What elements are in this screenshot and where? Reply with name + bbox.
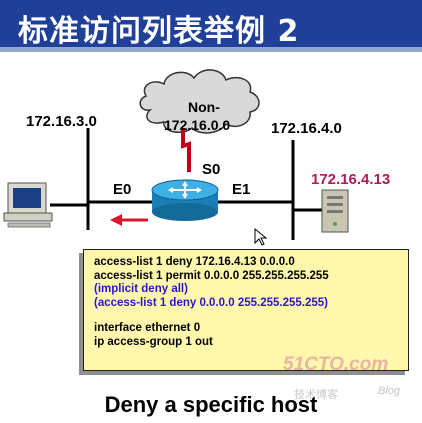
left-subnet-label: 172.16.3.0 [26,113,97,130]
title-bar: 标准访问列表举例 2 [0,0,422,52]
workstation-icon [3,182,53,228]
router-icon [151,179,219,221]
host-ip-label: 172.16.4.13 [311,171,391,188]
cursor-icon [254,227,268,246]
slide-caption: Deny a specific host [104,392,318,417]
watermark-blog: Blog [378,385,401,397]
acl-line: ip access-group 1 out [94,335,213,348]
e1-interface-label: E1 [232,181,251,198]
serial-interface-label: S0 [202,161,221,178]
traffic-arrow [110,214,148,226]
acl-line: access-list 1 permit 0.0.0.0 255.255.255… [94,269,329,282]
e0-interface-label: E0 [113,181,132,198]
acl-line: interface ethernet 0 [94,322,201,334]
network-diagram [3,69,349,246]
server-icon [321,189,349,233]
watermark-site: 51CTO.com [283,354,389,375]
cloud-label-line2: 172.16.0.0 [164,117,231,133]
serial-link [181,128,191,172]
acl-comment-line: (access-list 1 deny 0.0.0.0 255.255.255.… [94,296,328,309]
acl-line: access-list 1 deny 172.16.4.13 0.0.0.0 [94,256,295,268]
right-subnet-label: 172.16.4.0 [271,120,342,137]
acl-comment-line: (implicit deny all) [94,283,188,295]
title-underline [0,47,422,52]
slide-title: 标准访问列表举例 2 [18,14,300,49]
watermark-tagline: 技术博客 [294,389,338,401]
acl-config-box: access-list 1 deny 172.16.4.13 0.0.0.0 a… [83,249,409,371]
acl-spacer [94,310,398,322]
cloud-label-line1: Non- [188,99,220,115]
